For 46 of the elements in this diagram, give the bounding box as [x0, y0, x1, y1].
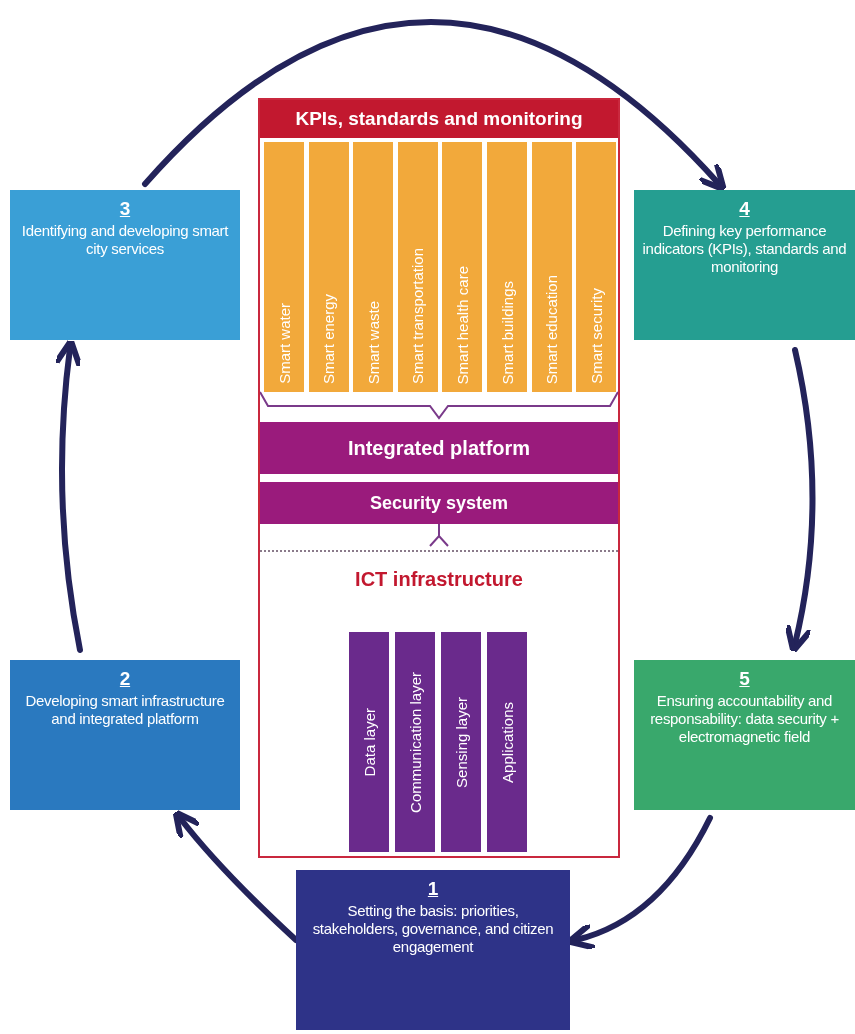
header-bar: KPIs, standards and monitoring: [260, 100, 618, 138]
service-column: [531, 142, 572, 392]
layer-label: Applications: [498, 701, 516, 783]
layer-column: [487, 632, 527, 852]
service-column: [264, 142, 304, 392]
service-column: [487, 142, 527, 392]
step-number: 4: [739, 200, 750, 218]
service-label: Smart energy: [320, 293, 338, 384]
layer-label: Communication layer: [406, 671, 424, 813]
step-number: 2: [119, 670, 131, 688]
service-column: [576, 142, 617, 392]
step-number: 1: [427, 880, 439, 898]
layer-column: [441, 632, 481, 852]
service-label: Smart buildings: [498, 280, 516, 384]
step-box: [10, 190, 240, 340]
step-number: 3: [119, 200, 131, 218]
step-box: [10, 660, 240, 810]
cycle-arrow: [783, 347, 816, 655]
platform-bar: Security system: [260, 482, 618, 524]
service-label: Smart education: [543, 274, 561, 384]
service-label: Smart water: [275, 303, 293, 384]
layer-column: [349, 632, 389, 852]
service-column: [442, 142, 483, 392]
platform-bar: Integrated platform: [260, 422, 618, 474]
framework-panel: [258, 98, 620, 858]
service-label: Smart health care: [453, 265, 471, 384]
layer-column: [395, 632, 435, 852]
step-text: Identifying and developing smart city services: [20, 222, 230, 258]
step-box: [296, 870, 570, 1030]
service-label: Smart transportation: [409, 248, 427, 384]
service-column: [308, 142, 349, 392]
step-box: [634, 660, 855, 810]
service-label: Smart waste: [364, 300, 382, 384]
step-box: [634, 190, 855, 340]
layer-label: Data layer: [360, 707, 378, 777]
step-number: 5: [739, 670, 750, 688]
layer-label: Sensing layer: [452, 696, 470, 788]
service-column: [353, 142, 394, 392]
service-column: [397, 142, 438, 392]
service-label: Smart security: [587, 288, 605, 384]
step-text: Developing smart infrastructure and integrated platform: [24, 692, 226, 728]
panel-heading: ICT infrastructure: [354, 568, 524, 591]
step-text: Ensuring accountability and responsability: data security + electromagnetic field: [649, 692, 840, 746]
step-text: Setting the basis: priorities, stakeholders, governance, and citizen engagement: [311, 902, 555, 956]
cycle-arrow: [142, 19, 727, 193]
step-text: Defining key performance indicators (KPIs), standards and monitoring: [642, 222, 847, 276]
